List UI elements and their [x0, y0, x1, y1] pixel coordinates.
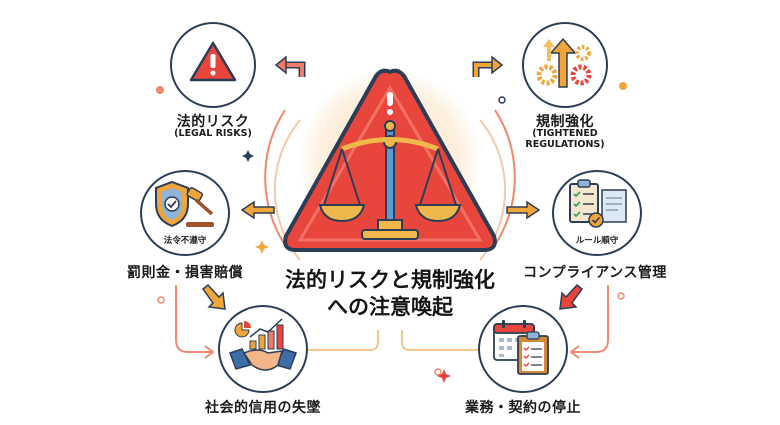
- warning-triangle-scales-of-justice-icon: [283, 68, 497, 252]
- business-stop-label: 業務・契約の停止: [465, 400, 581, 416]
- diagram-title: 法的リスクと規制強化 への注意喚起: [270, 267, 510, 321]
- arrow-to-penalties: [240, 200, 275, 220]
- tightened-regulations-label: 規制強化: [536, 114, 594, 130]
- compliance-inner-label: ルール順守: [575, 236, 619, 246]
- arrows-gears-icon: [536, 37, 592, 88]
- clipboard-checklist-icon: [569, 179, 627, 228]
- penalties-label: 罰則金・損害賠償: [127, 265, 243, 281]
- compliance-label: コンプライアンス管理: [523, 265, 667, 281]
- reputation-label: 社会的信用の失墜: [205, 400, 321, 416]
- calendar-clipboard-icon: [493, 320, 549, 375]
- tightened-regulations-english-label-2: REGULATIONS): [525, 139, 605, 150]
- arrow-to-compliance: [506, 200, 541, 220]
- shield-gavel-icon: [155, 180, 214, 228]
- legal-risks-english-label: (LEGAL RISKS): [174, 128, 252, 139]
- arrow-to-regulations: [472, 55, 504, 77]
- arrow-to-business-stop: [559, 283, 584, 310]
- tightened-regulations-english-label-1: (TIGHTENED: [532, 128, 598, 139]
- penalties-inner-label: 法令不遵守: [163, 236, 207, 246]
- title-line-2: への注意喚起: [327, 295, 453, 319]
- title-line-1: 法的リスクと規制強化: [285, 268, 495, 292]
- arrow-to-legal-risks: [274, 55, 306, 77]
- legal-risks-label: 法的リスク: [176, 114, 250, 130]
- handshake-chart-icon: [229, 318, 297, 371]
- arrow-to-reputation: [201, 283, 226, 310]
- warning-triangle-icon: [189, 41, 237, 82]
